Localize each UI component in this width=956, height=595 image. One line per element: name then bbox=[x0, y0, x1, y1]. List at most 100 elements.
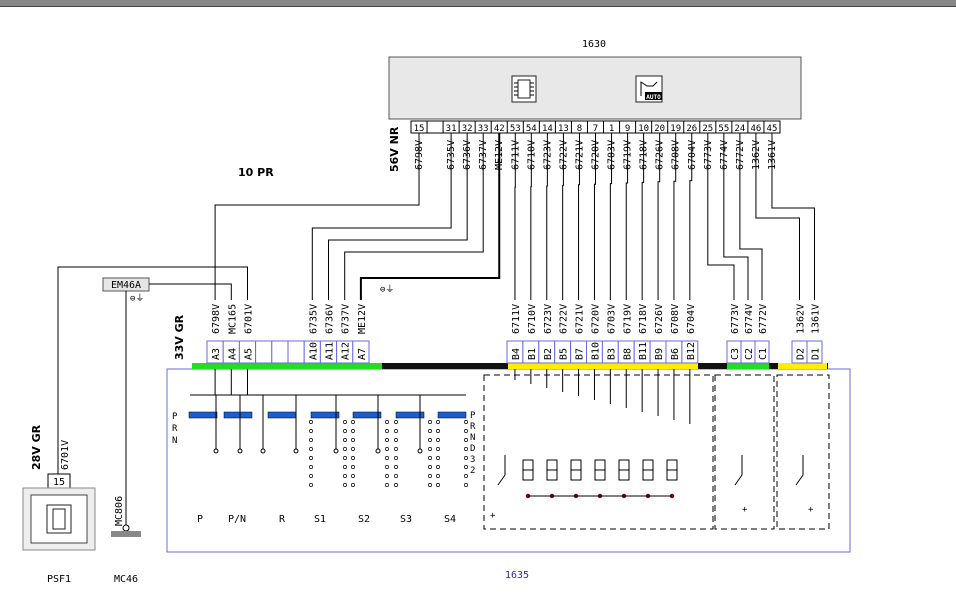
wire-6737v bbox=[344, 133, 484, 300]
wire-6719v bbox=[625, 133, 629, 300]
contact-dot bbox=[428, 474, 432, 478]
contact-dot bbox=[464, 465, 468, 469]
contact-dot bbox=[343, 474, 347, 478]
ecu-pin-number: 42 bbox=[494, 124, 505, 134]
contact-dot bbox=[394, 447, 398, 451]
ground-wire-label: MC806 bbox=[114, 496, 125, 526]
c-section-dashed bbox=[714, 374, 775, 530]
c-wire-label: 6774V bbox=[744, 304, 755, 334]
ecu-pin-number: 25 bbox=[702, 124, 713, 134]
psf-wire-label: 6701V bbox=[60, 440, 71, 470]
ecu-pin-number: 46 bbox=[751, 124, 762, 134]
contact-dot bbox=[385, 429, 389, 433]
b-wire-label: 6710V bbox=[527, 304, 538, 334]
ecu-id-label: 1630 bbox=[582, 39, 606, 50]
auto-icon-shape bbox=[640, 81, 658, 96]
contact-dot bbox=[385, 447, 389, 451]
contact-dot bbox=[309, 483, 313, 487]
contact-dot bbox=[309, 438, 313, 442]
position-label-0: P bbox=[197, 514, 203, 525]
window-top-border bbox=[0, 0, 956, 7]
wire-6701v bbox=[57, 266, 248, 474]
contact-bar bbox=[352, 411, 382, 419]
c-pin-label: C1 bbox=[758, 348, 769, 360]
module-1635-frame bbox=[166, 368, 851, 553]
wire-6726v bbox=[657, 133, 661, 300]
contact-dot bbox=[343, 456, 347, 460]
contact-dot bbox=[394, 456, 398, 460]
contact-dot bbox=[343, 447, 347, 451]
contact-dot bbox=[464, 447, 468, 451]
ground-symbol-em46a: ⊖⏚ bbox=[130, 293, 144, 304]
position-label-5: S3 bbox=[400, 514, 412, 525]
c-wire-label: 6773V bbox=[730, 304, 741, 334]
left-pin-cell bbox=[352, 340, 370, 364]
psf-pin-label: 15 bbox=[53, 477, 65, 488]
position-label-4: S2 bbox=[358, 514, 370, 525]
position-label-6: S4 bbox=[444, 514, 456, 525]
contact-dot bbox=[464, 456, 468, 460]
position-label-2: R bbox=[279, 514, 286, 525]
c-connector-green bbox=[727, 363, 769, 369]
contact-dot bbox=[351, 465, 355, 469]
c-switch-symbol bbox=[734, 455, 743, 486]
wire-6718v bbox=[641, 133, 645, 300]
contact-dot bbox=[343, 438, 347, 442]
left-connector-label: 33V GR bbox=[173, 314, 186, 360]
b-pin-cell bbox=[681, 340, 699, 364]
contact-dot bbox=[309, 456, 313, 460]
psf-chip-core bbox=[52, 508, 66, 530]
contact-dot bbox=[464, 429, 468, 433]
b-wire-label: 6723V bbox=[543, 304, 554, 334]
contact-dot bbox=[394, 465, 398, 469]
contact-dot bbox=[351, 483, 355, 487]
contact-dot bbox=[309, 429, 313, 433]
wire-6772v bbox=[739, 133, 763, 300]
left-pin-cell bbox=[271, 340, 289, 364]
contact-dot bbox=[428, 447, 432, 451]
ecu-pin-number: 1 bbox=[609, 124, 614, 134]
ecu-pin-number: 14 bbox=[542, 124, 553, 134]
terminal-circle bbox=[213, 448, 219, 454]
position-label-1: P/N bbox=[228, 514, 246, 525]
contact-dot bbox=[428, 465, 432, 469]
contact-dot bbox=[385, 474, 389, 478]
contact-dot bbox=[385, 465, 389, 469]
contact-dot bbox=[394, 438, 398, 442]
contact-dot bbox=[343, 465, 347, 469]
em46a-label: EM46A bbox=[111, 280, 141, 291]
b-pin-label: B3 bbox=[606, 348, 617, 360]
row-label-left: R bbox=[172, 424, 178, 434]
row-label-right: R bbox=[470, 422, 476, 432]
b-wire-label: 6703V bbox=[606, 304, 617, 334]
contact-dot bbox=[385, 438, 389, 442]
c-pin-label: C3 bbox=[730, 348, 741, 360]
contact-dot bbox=[436, 465, 440, 469]
b-wire-label: 6721V bbox=[575, 304, 586, 334]
contact-dot bbox=[464, 420, 468, 424]
wire-bundle-label: 10 PR bbox=[238, 166, 274, 179]
left-wire-label: 6701V bbox=[244, 304, 255, 334]
left-pin-cell bbox=[287, 340, 305, 364]
plus-mark: + bbox=[742, 505, 748, 515]
wire-6773v bbox=[707, 133, 735, 300]
ecu-pin-number: 26 bbox=[686, 124, 697, 134]
ecu-pin-number: 55 bbox=[718, 124, 729, 134]
contact-bar bbox=[267, 411, 297, 419]
contact-bar bbox=[395, 411, 425, 419]
contact-dot bbox=[428, 420, 432, 424]
b-pin-label: B8 bbox=[622, 348, 633, 360]
ecu-pin-number: 32 bbox=[462, 124, 473, 134]
ecu-1630-body bbox=[388, 56, 802, 120]
b-wire-label: 6722V bbox=[559, 304, 570, 334]
ground-id-label: MC46 bbox=[114, 574, 138, 585]
ecu-pin-number: 24 bbox=[734, 124, 745, 134]
contact-dot bbox=[436, 483, 440, 487]
contact-bar bbox=[310, 411, 340, 419]
d-pin-label: D1 bbox=[811, 348, 822, 360]
row-label-right: 2 bbox=[470, 466, 475, 476]
b-wire-label: 6711V bbox=[511, 304, 522, 334]
ecu-pin-number: 13 bbox=[558, 124, 569, 134]
left-pin-label: A10 bbox=[308, 342, 319, 360]
